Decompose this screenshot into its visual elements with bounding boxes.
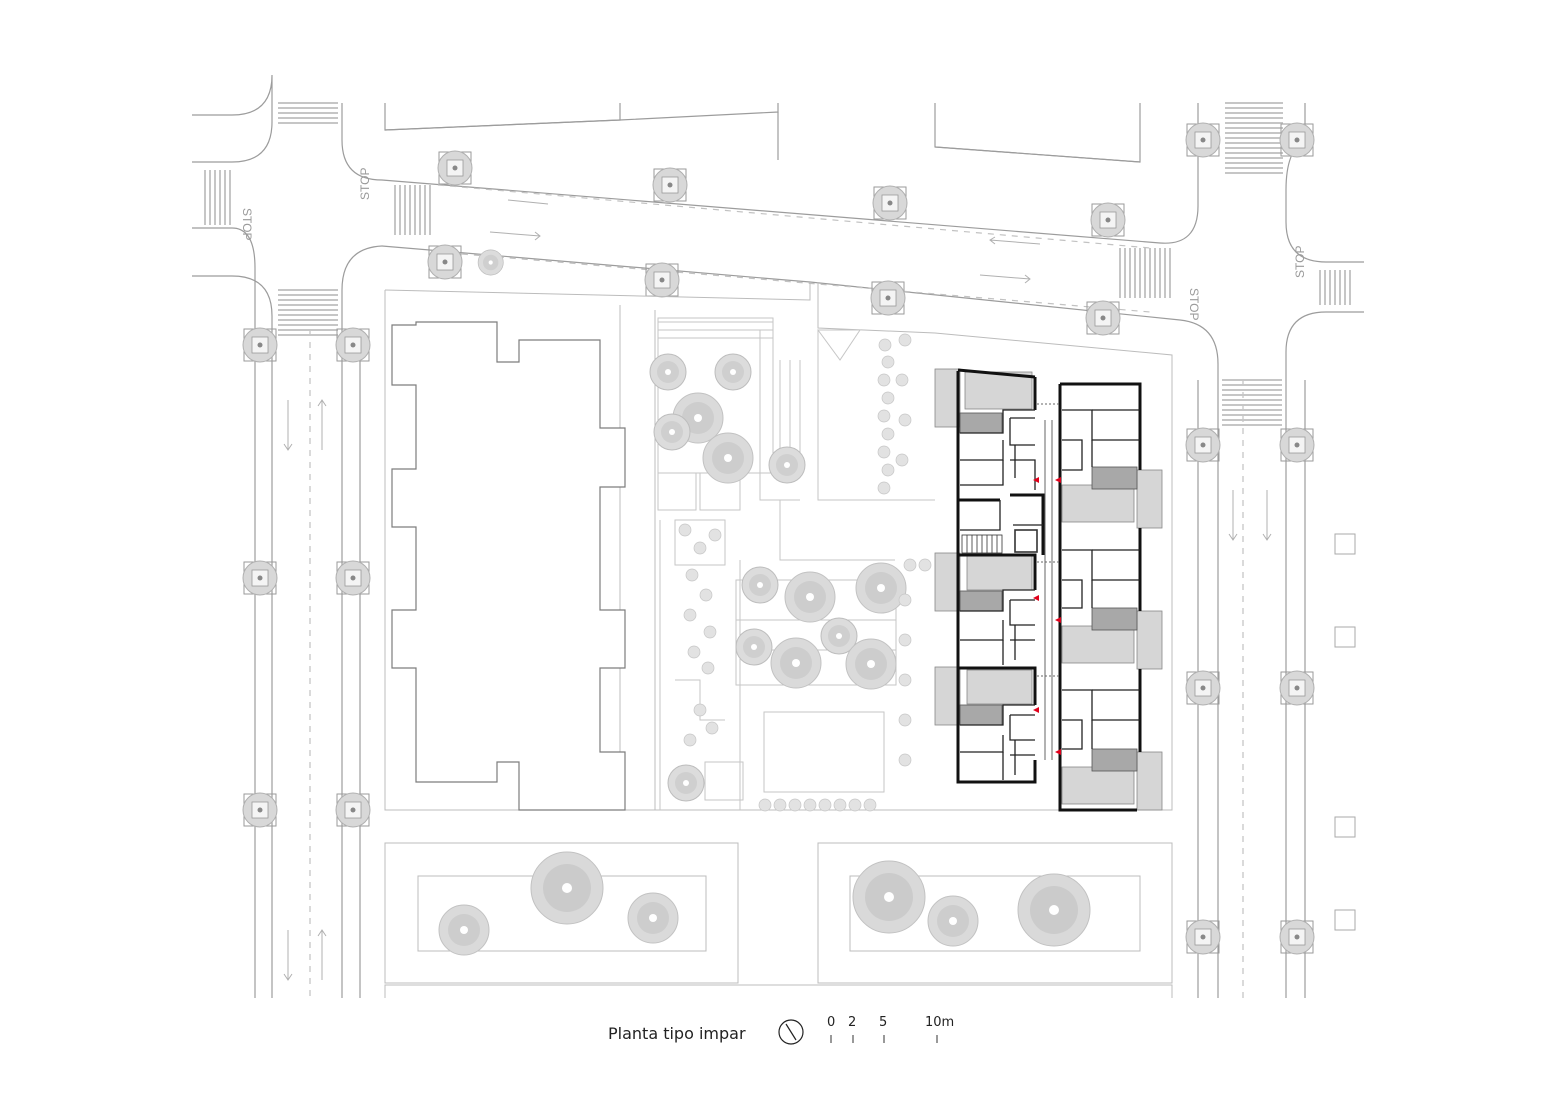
- drawing-title: Planta tipo impar: [608, 1024, 746, 1043]
- courtyard: [657, 317, 935, 810]
- north-arrow-icon: [778, 1019, 804, 1045]
- crosswalks: [204, 102, 1351, 426]
- existing-building: [391, 321, 626, 811]
- scale-label-0: 0: [827, 1015, 836, 1030]
- lane-arrows: [283, 199, 1272, 981]
- new-building: [934, 368, 1163, 812]
- stop-text: STOP: [1187, 288, 1201, 320]
- site-plot: [384, 282, 1173, 998]
- stop-markings: STOP STOP STOP STOP: [240, 168, 1307, 321]
- stop-text: STOP: [358, 168, 372, 200]
- parking-squares: [1334, 533, 1356, 931]
- scale-label-2: 2: [848, 1015, 857, 1030]
- stop-text: STOP: [240, 208, 254, 240]
- stop-text: STOP: [1293, 246, 1307, 278]
- streets: [192, 74, 1364, 998]
- scale-bar: [830, 1035, 938, 1043]
- entrance-markers: [1033, 477, 1061, 755]
- scale-label-10m: 10m: [925, 1015, 955, 1030]
- scale-label-5: 5: [879, 1015, 888, 1030]
- stair: [961, 529, 1038, 554]
